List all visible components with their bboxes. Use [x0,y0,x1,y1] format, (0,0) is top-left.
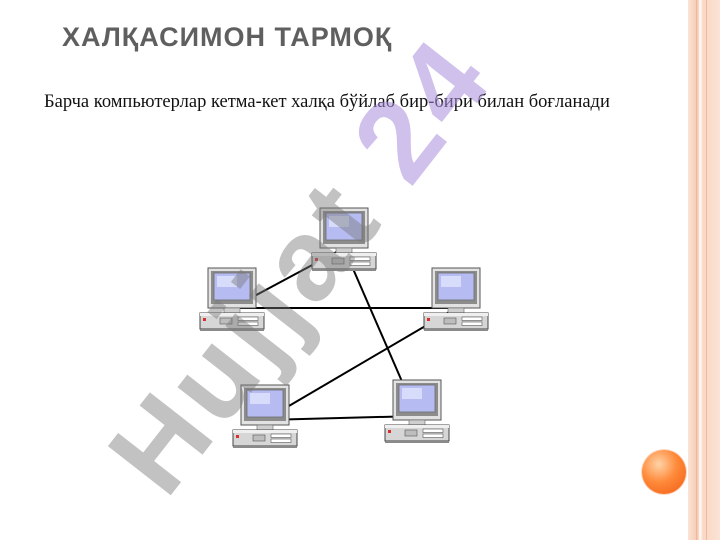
right-decorative-bar [688,0,720,540]
right-decorative-line [696,0,697,540]
slide-title: ХАЛҚАСИМОН ТАРМОҚ [62,22,393,52]
right-decorative-line [706,0,707,540]
orange-orb-icon [642,450,686,494]
computer-icon [423,267,489,332]
network-link [264,415,418,421]
slide-description: Барча компьютерлар кетма-кет халқа бўйла… [44,92,610,112]
computer-icon [384,379,450,444]
